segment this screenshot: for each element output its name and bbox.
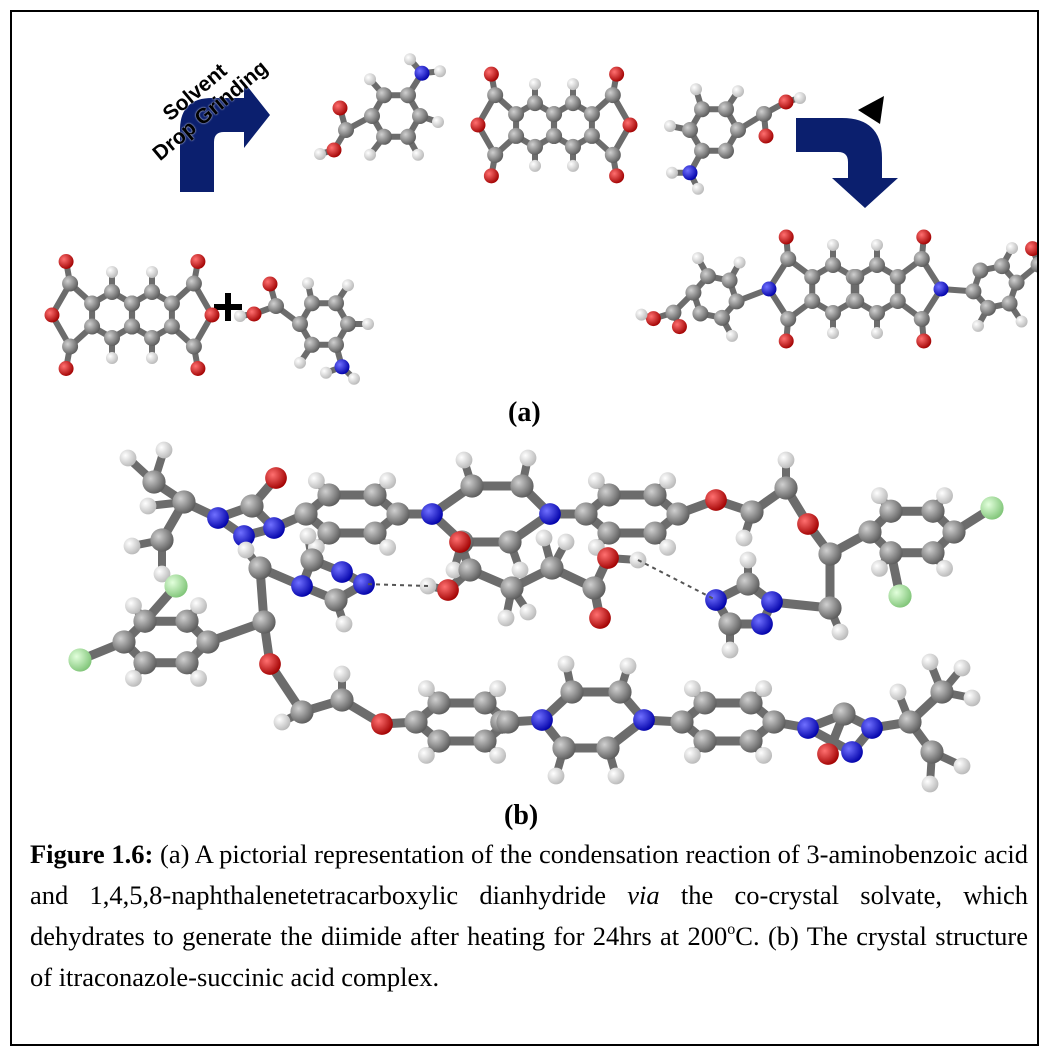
- caption-italic: via: [627, 880, 660, 910]
- caption-text-1: (a) A pictorial representation of the co…: [30, 839, 1028, 910]
- figure-caption: Figure 1.6: (a) A pictorial representati…: [30, 834, 1028, 998]
- heat-triangle-icon: [858, 96, 884, 124]
- molecule-atoms: [44, 53, 1037, 793]
- hydrogen-bonds: [363, 559, 717, 601]
- figure-illustration: [44, 53, 1037, 793]
- plus-sign: [214, 293, 242, 321]
- reaction-arrow-down: [796, 118, 898, 208]
- figure-frame: Solvent Drop Grinding (a) (b) Figure 1.6…: [10, 10, 1039, 1046]
- caption-text-2: the co-crystal solvate, which dehydrates…: [30, 880, 1028, 951]
- panel-a-label: (a): [508, 397, 541, 428]
- caption-text-3: C. (b) The crystal structure of itracona…: [30, 921, 1028, 992]
- caption-label: Figure 1.6:: [30, 839, 154, 869]
- reaction-arrow-up: [180, 82, 270, 192]
- caption-superscript: o: [727, 921, 736, 938]
- panel-b-label: (b): [504, 800, 539, 831]
